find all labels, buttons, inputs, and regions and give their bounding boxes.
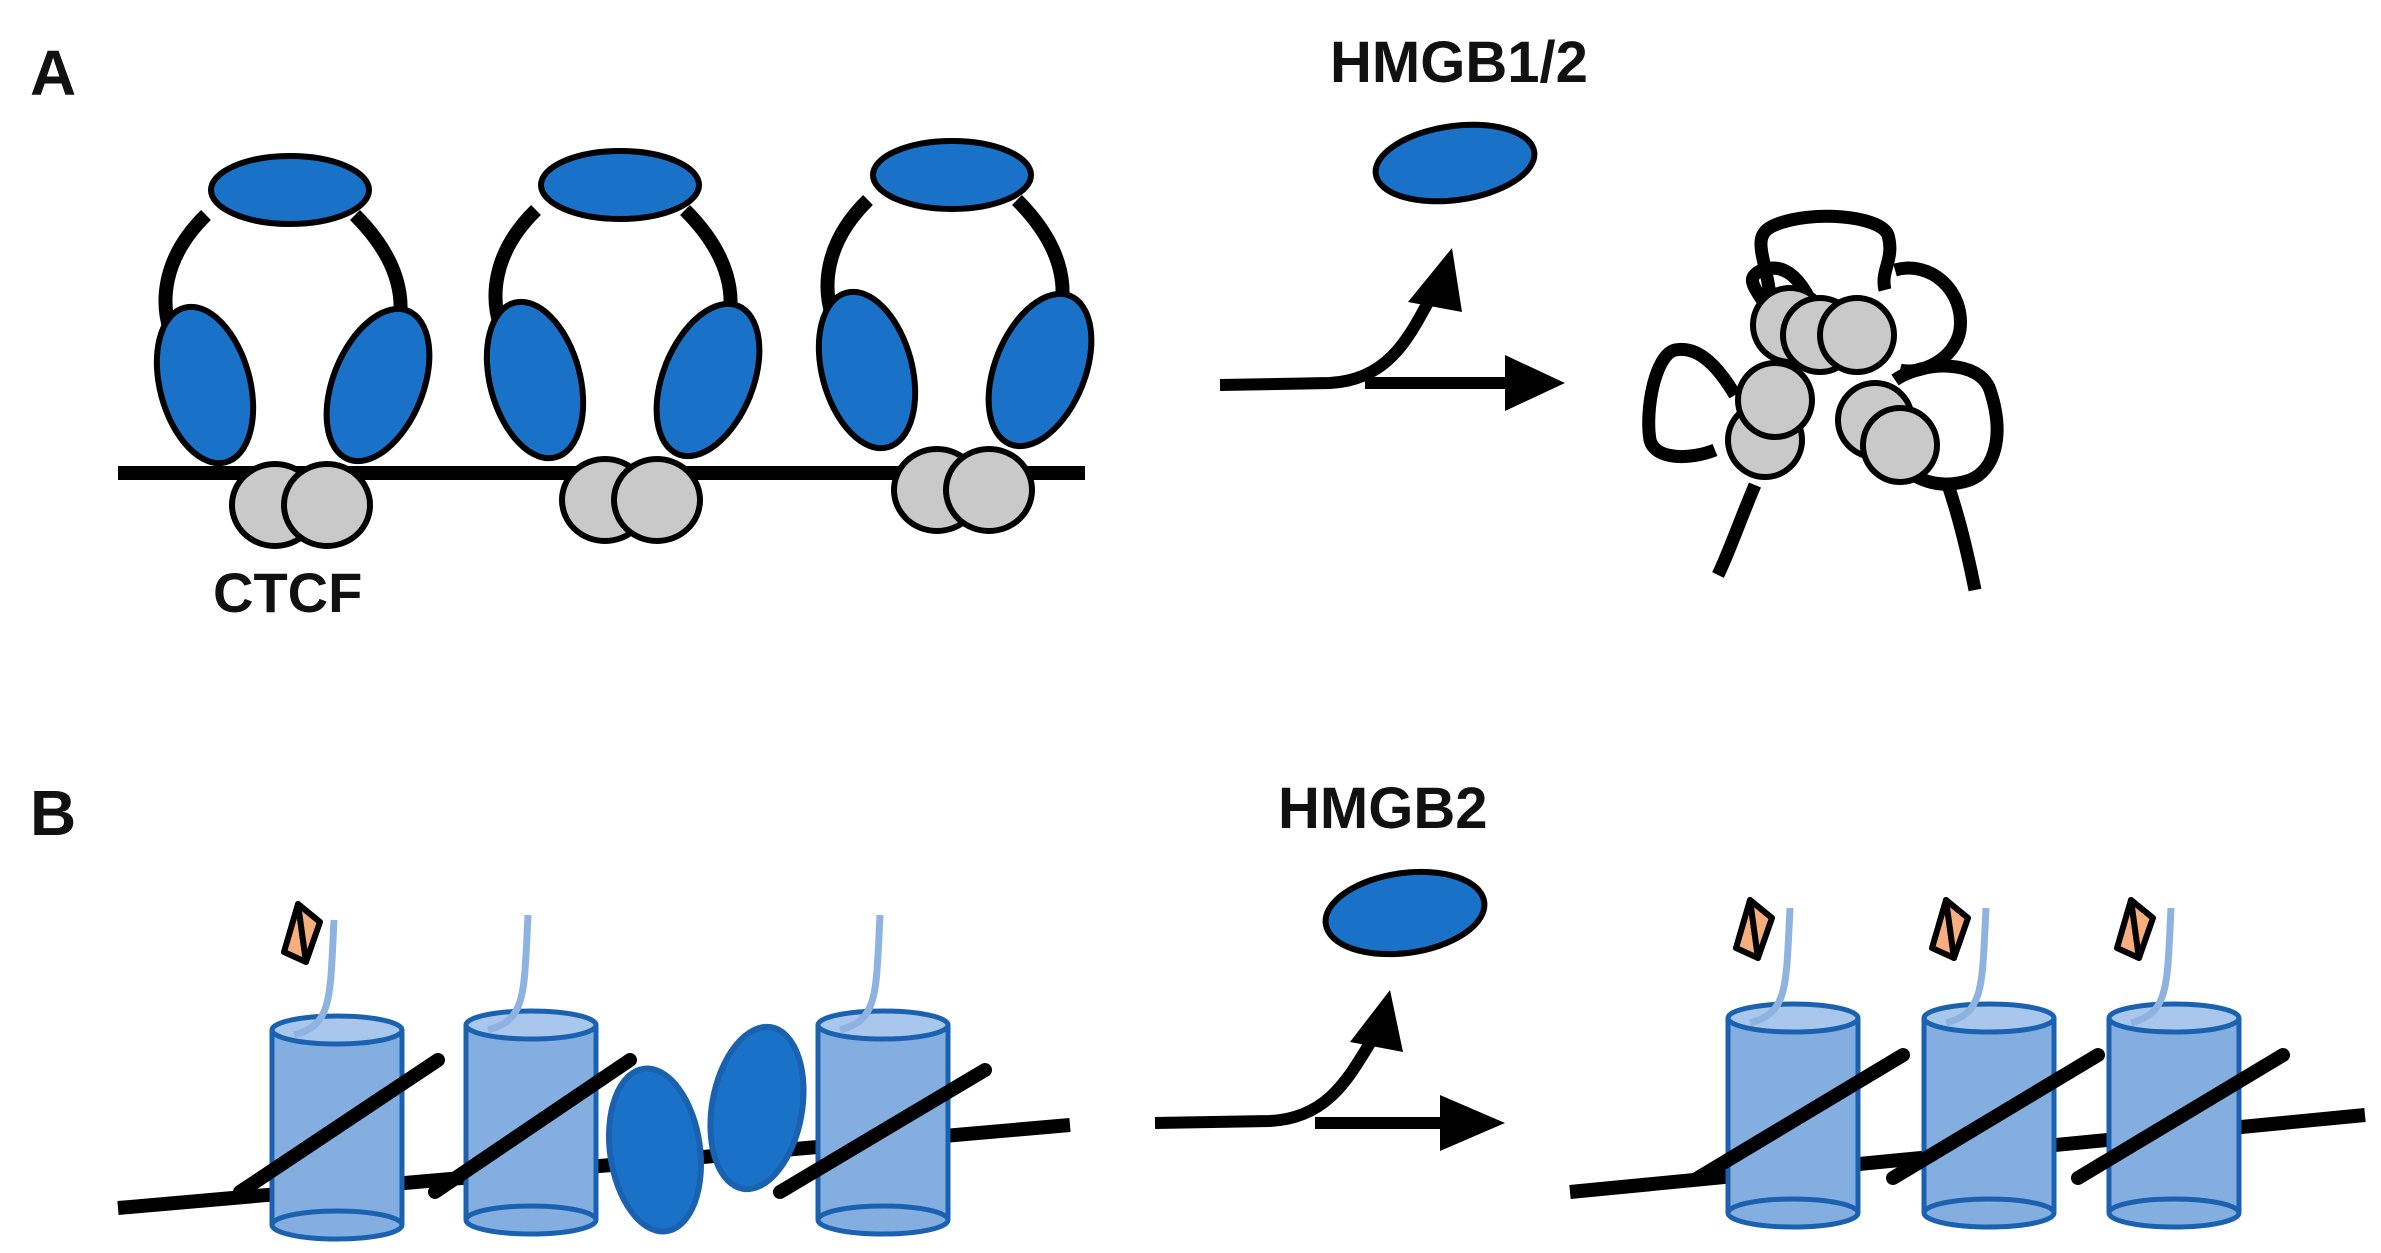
histone-mark-icon [1736,900,1772,958]
hmgb-protein-icon [1322,868,1488,958]
hmgb12-label: HMGB1/2 [1330,30,1588,95]
histone-mark-icon [1932,900,1968,958]
panel-b: B HMGB2 [30,776,2366,1239]
cohesin-loop-2 [471,151,780,541]
hmgb2-label: HMGB2 [1278,776,1487,841]
nucleosome-icon [466,915,596,1234]
transition-arrow-icon [1154,990,1505,1151]
nucleosome-icon [818,915,948,1234]
panel-b-letter: B [30,777,76,849]
nucleosome-icon [272,920,402,1239]
panel-a: A CTCF HMGB1/2 [30,30,2004,624]
hmgb-protein-icon [605,1065,705,1235]
panel-a-letter: A [30,37,76,109]
ctcf-label: CTCF [213,561,362,624]
transition-arrow-icon [1219,248,1565,411]
histone-mark-icon [2117,900,2153,958]
hmgb-protein-icon [707,1023,807,1193]
histone-mark-icon [284,904,320,962]
cohesin-loop-1 [141,156,450,546]
hmgb-protein-icon [1372,121,1538,205]
compacted-chromatin [1642,209,2004,592]
ctcf-cluster [1725,285,1940,485]
